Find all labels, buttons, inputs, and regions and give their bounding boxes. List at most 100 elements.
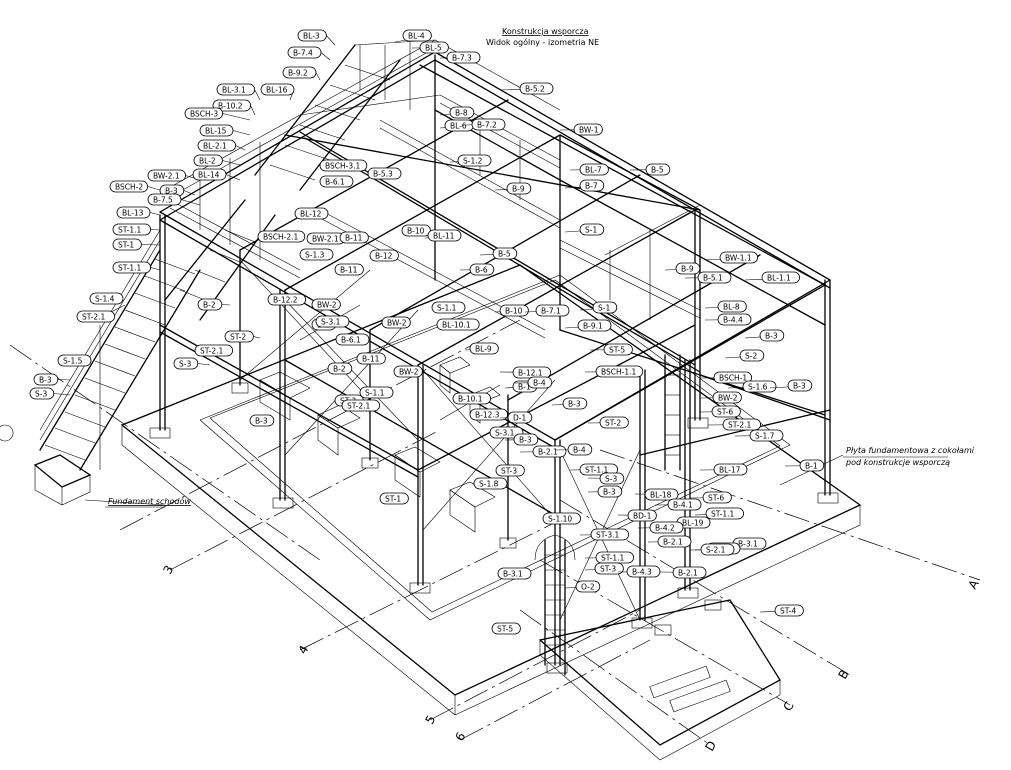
tag-label: BL-6 — [450, 121, 467, 130]
tag-label: B-3.1 — [503, 569, 523, 578]
member-tag: BL-10.1 — [436, 318, 480, 331]
member-tag: B-3.1 — [497, 567, 532, 580]
tag-bubble — [446, 51, 481, 64]
tag-bubble — [499, 304, 529, 317]
tag-label: S-2.1 — [706, 545, 726, 554]
tag-label: B-10 — [505, 306, 523, 315]
drawing-subtitle: Widok ogólny - izometria NE — [486, 37, 599, 47]
member-tag: B-7 — [564, 179, 605, 192]
tag-label: S-1 — [585, 225, 597, 234]
tag-bubble — [599, 472, 625, 485]
tag-label: ST-5 — [497, 624, 513, 633]
tag-bubble — [224, 330, 254, 343]
member-tag: B-3 — [744, 329, 785, 342]
tag-label: B-4.1 — [673, 500, 693, 509]
tag-label: S-1.4 — [95, 294, 115, 303]
member-tag: BW-1.1 — [704, 251, 758, 264]
tag-bubble — [299, 248, 334, 261]
member-tag: S-2 — [724, 349, 765, 362]
member-tag: BSCH-1.1 — [584, 365, 644, 378]
member-tag: ST-2.1 — [707, 418, 761, 431]
tag-label: BL-13 — [122, 208, 144, 217]
member-tag: BW-1 — [559, 123, 603, 136]
tag-label: B-9 — [681, 264, 694, 273]
tag-label: BL-11 — [433, 231, 455, 240]
tag-bubble — [109, 180, 148, 193]
member-tag: BL-5 — [411, 41, 449, 54]
tag-leader-line — [253, 336, 261, 339]
member-tag: BL-14 — [192, 168, 241, 181]
member-tag: B-6 — [459, 263, 495, 276]
tag-label: BL-3 — [303, 31, 320, 40]
tag-label: B-7.3 — [452, 53, 472, 62]
tag-label: B-11 — [345, 233, 363, 242]
tag-bubble — [513, 433, 539, 446]
tag-bubble — [567, 443, 593, 456]
tag-label: B-9.1 — [583, 321, 603, 330]
tag-label: BL-1.1 — [767, 273, 791, 282]
member-tag: ST-3 — [495, 464, 525, 477]
tag-label: BSCH-2.1 — [263, 232, 299, 241]
tag-bubble — [147, 193, 182, 206]
member-tag: S-1.10 — [542, 512, 581, 525]
member-tag: S-1 — [579, 301, 618, 314]
member-tag: B-2 — [197, 298, 231, 311]
member-tag: ST-2 — [587, 416, 629, 429]
tag-bubble — [212, 99, 251, 112]
tag-bubble — [319, 175, 354, 188]
member-tag: ST-3.1 — [579, 528, 629, 541]
member-tag: B-7.2 — [461, 118, 506, 131]
axis-label-5: 5 — [422, 713, 438, 727]
tag-bubble — [595, 365, 644, 378]
tag-bubble — [469, 263, 495, 276]
tag-bubble — [33, 373, 59, 386]
member-tag: B-11 — [356, 352, 386, 365]
member-tag: ST-1 — [379, 492, 409, 505]
tag-label: B-9 — [512, 184, 525, 193]
member-tag: B-9 — [664, 262, 701, 275]
member-tag: BL-3 — [297, 29, 336, 46]
member-tag: S-1.8 — [473, 477, 508, 490]
tag-bubble — [739, 349, 765, 362]
tag-label: B-4.2 — [655, 523, 675, 532]
tag-label: B-4.3 — [632, 567, 652, 576]
tag-label: B-2.1 — [678, 568, 698, 577]
tag-bubble — [527, 376, 553, 389]
tag-label: B-3 — [165, 186, 178, 195]
tag-leader-line — [197, 363, 211, 366]
tag-bubble — [260, 83, 295, 96]
tag-leader-line — [141, 244, 161, 246]
tag-bubble — [644, 488, 679, 501]
tag-bubble — [542, 512, 581, 525]
tag-label: B-3 — [765, 331, 778, 340]
member-tag: B-3 — [551, 397, 588, 410]
member-tag: B-10 — [494, 304, 529, 317]
member-tag: ST-4 — [759, 604, 804, 617]
member-tag: B-2.1 — [647, 535, 692, 548]
tag-label: B-6 — [475, 265, 488, 274]
tag-leader-line — [149, 212, 161, 216]
tag-bubble — [393, 365, 423, 378]
member-tag: B-9 — [494, 182, 532, 195]
tag-label: B-10 — [407, 226, 425, 235]
member-tag: B-2.1 — [519, 445, 567, 458]
tag-bubble — [402, 29, 432, 42]
tag-bubble — [697, 271, 732, 284]
member-tag: S-3.1 — [489, 426, 524, 439]
tag-leader-line — [180, 199, 201, 206]
member-tag: BL-17 — [699, 463, 748, 476]
member-tag: B-5.2 — [499, 82, 554, 95]
tag-bubble — [311, 298, 341, 311]
tag-label: B-7 — [585, 181, 598, 190]
tag-leader-line — [320, 52, 331, 61]
tag-bubble — [532, 445, 567, 458]
member-tag: B-7.3 — [439, 51, 481, 64]
tag-bubble — [645, 163, 671, 176]
member-tag: B-5.1 — [684, 271, 732, 284]
tag-label: BW-2 — [718, 393, 738, 402]
member-tag: B-4.1 — [654, 498, 702, 511]
tag-bubble — [491, 622, 521, 635]
tag-bubble — [717, 300, 747, 313]
tag-bubble — [431, 301, 466, 314]
